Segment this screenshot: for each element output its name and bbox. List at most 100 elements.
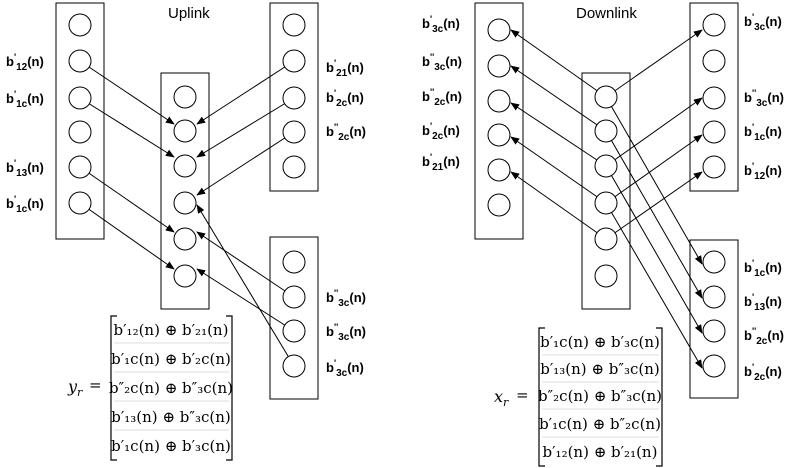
uplink-node: [282, 250, 306, 274]
uplink-node: [282, 285, 306, 309]
downlink-arrow: [605, 202, 703, 369]
downlink-arrow: [605, 130, 703, 299]
uplink-node: [173, 119, 197, 143]
downlink-equation-row-1: b′₁₃(n) ⊕ b″₃c(n): [540, 360, 660, 378]
downlink-node: [487, 123, 511, 147]
downlink-node: [594, 227, 618, 251]
downlink-node: [702, 86, 726, 110]
uplink-node: [68, 13, 92, 37]
uplink-labels: b'12(n) b'1c(n) b'13(n) b'1c(n) b'21(n) …: [6, 52, 366, 379]
downlink-arrow: [510, 102, 607, 167]
uplink-title: Uplink: [168, 5, 210, 22]
downlink-equals: =: [516, 386, 529, 404]
uplink-source-box-right-top: [269, 2, 319, 192]
uplink-arrow: [196, 231, 295, 298]
uplink-label-left-1: b'1c(n): [6, 89, 44, 110]
uplink-arrow: [196, 204, 295, 367]
downlink-node: [702, 354, 726, 378]
uplink-node: [173, 227, 197, 251]
uplink-node: [68, 49, 92, 73]
downlink-node: [702, 250, 726, 274]
uplink-arrow: [196, 268, 295, 332]
downlink-arrow: [605, 97, 703, 167]
downlink-label-right-top-3: b'12(n): [744, 161, 782, 182]
downlink-label-left-3: b'2c(n): [422, 121, 460, 142]
uplink-node: [68, 191, 92, 215]
downlink-arrow: [605, 171, 703, 240]
uplink-node: [282, 120, 306, 144]
downlink-arrow: [605, 165, 703, 334]
downlink-arrow: [510, 65, 607, 132]
downlink-node: [594, 119, 618, 143]
uplink-node: [173, 191, 197, 215]
uplink-label-right-bottom-0: b''3c(n): [326, 288, 366, 309]
downlink-equation-row-4: b′₁₂(n) ⊕ b′₂₁(n): [543, 443, 658, 461]
downlink-node: [594, 154, 618, 178]
uplink-node: [68, 155, 92, 179]
uplink-arrow: [79, 202, 175, 270]
downlink-node: [487, 18, 511, 42]
downlink-label-right-bottom-3: b'2c(n): [744, 362, 782, 383]
uplink-equation: yr = b′₁₂(n) ⊕ b′₂₁(n) b′₁c(n) ⊕ b′₂c(n)…: [67, 315, 233, 461]
downlink-labels: b'3c(n) b''3c(n) b''2c(n) b'2c(n) b'21(n…: [422, 12, 784, 383]
downlink-node: [702, 319, 726, 343]
uplink-node: [282, 354, 306, 378]
downlink-equation-row-2: b″₂c(n) ⊕ b″₃c(n): [538, 387, 662, 405]
downlink-equation-lhs: xr: [494, 387, 509, 409]
downlink-equation: xr = b′₁c(n) ⊕ b′₃c(n) b′₁₃(n) ⊕ b″₃c(n)…: [494, 327, 663, 467]
downlink-nodes: [487, 13, 726, 378]
uplink-arrows: [79, 60, 295, 367]
uplink-equation-lhs: yr: [67, 377, 83, 399]
downlink-node: [702, 120, 726, 144]
uplink-label-right-top-1: b'2c(n): [326, 88, 364, 109]
downlink-node: [487, 54, 511, 78]
downlink-label-left-1: b''3c(n): [422, 52, 462, 73]
uplink-arrow: [79, 60, 175, 125]
downlink-arrow: [605, 29, 703, 98]
uplink-equation-row-4: b′₁c(n) ⊕ b′₃c(n): [111, 437, 231, 455]
uplink-label-right-bottom-2: b'3c(n): [326, 358, 364, 379]
downlink-equation-row-0: b′₁c(n) ⊕ b′₃c(n): [540, 333, 660, 351]
downlink-left-bracket: [538, 327, 545, 467]
uplink-label-right-top-2: b''2c(n): [326, 122, 366, 143]
uplink-label-right-top-0: b'21(n): [326, 58, 364, 79]
uplink-panel: Uplink: [6, 2, 366, 461]
uplink-label-left-3: b'1c(n): [6, 194, 44, 215]
downlink-arrow: [510, 171, 607, 240]
downlink-label-left-4: b'21(n): [422, 152, 460, 173]
downlink-label-right-top-0: b'3c(n): [744, 12, 782, 33]
uplink-node: [282, 319, 306, 343]
downlink-dest-box-right-bottom: [689, 239, 739, 399]
uplink-node: [282, 155, 306, 179]
downlink-label-left-0: b'3c(n): [422, 14, 460, 35]
downlink-node: [487, 158, 511, 182]
downlink-node: [594, 264, 618, 288]
downlink-dest-box-left: [474, 2, 524, 240]
downlink-arrow: [510, 29, 607, 98]
downlink-label-right-top-2: b'1c(n): [744, 122, 782, 143]
uplink-nodes: [68, 13, 306, 378]
uplink-equation-row-1: b′₁c(n) ⊕ b′₂c(n): [111, 350, 231, 368]
uplink-arrow: [79, 166, 175, 233]
uplink-node: [282, 13, 306, 37]
downlink-node: [702, 49, 726, 73]
downlink-right-bracket: [656, 327, 663, 467]
downlink-node: [702, 285, 726, 309]
uplink-arrow: [196, 60, 295, 125]
downlink-arrows: [510, 29, 703, 369]
downlink-node: [487, 193, 511, 217]
uplink-node: [173, 264, 197, 288]
uplink-arrow: [196, 97, 295, 158]
uplink-source-box-left: [55, 2, 105, 240]
uplink-arrow: [196, 131, 295, 196]
uplink-node: [282, 86, 306, 110]
uplink-arrow: [79, 97, 175, 158]
uplink-left-bracket: [110, 315, 117, 461]
uplink-node: [282, 49, 306, 73]
uplink-right-bracket: [226, 315, 233, 461]
downlink-relay-box: [581, 72, 631, 310]
downlink-label-right-top-1: b''3c(n): [744, 88, 784, 109]
downlink-title: Downlink: [576, 5, 637, 22]
downlink-arrow: [605, 134, 703, 204]
